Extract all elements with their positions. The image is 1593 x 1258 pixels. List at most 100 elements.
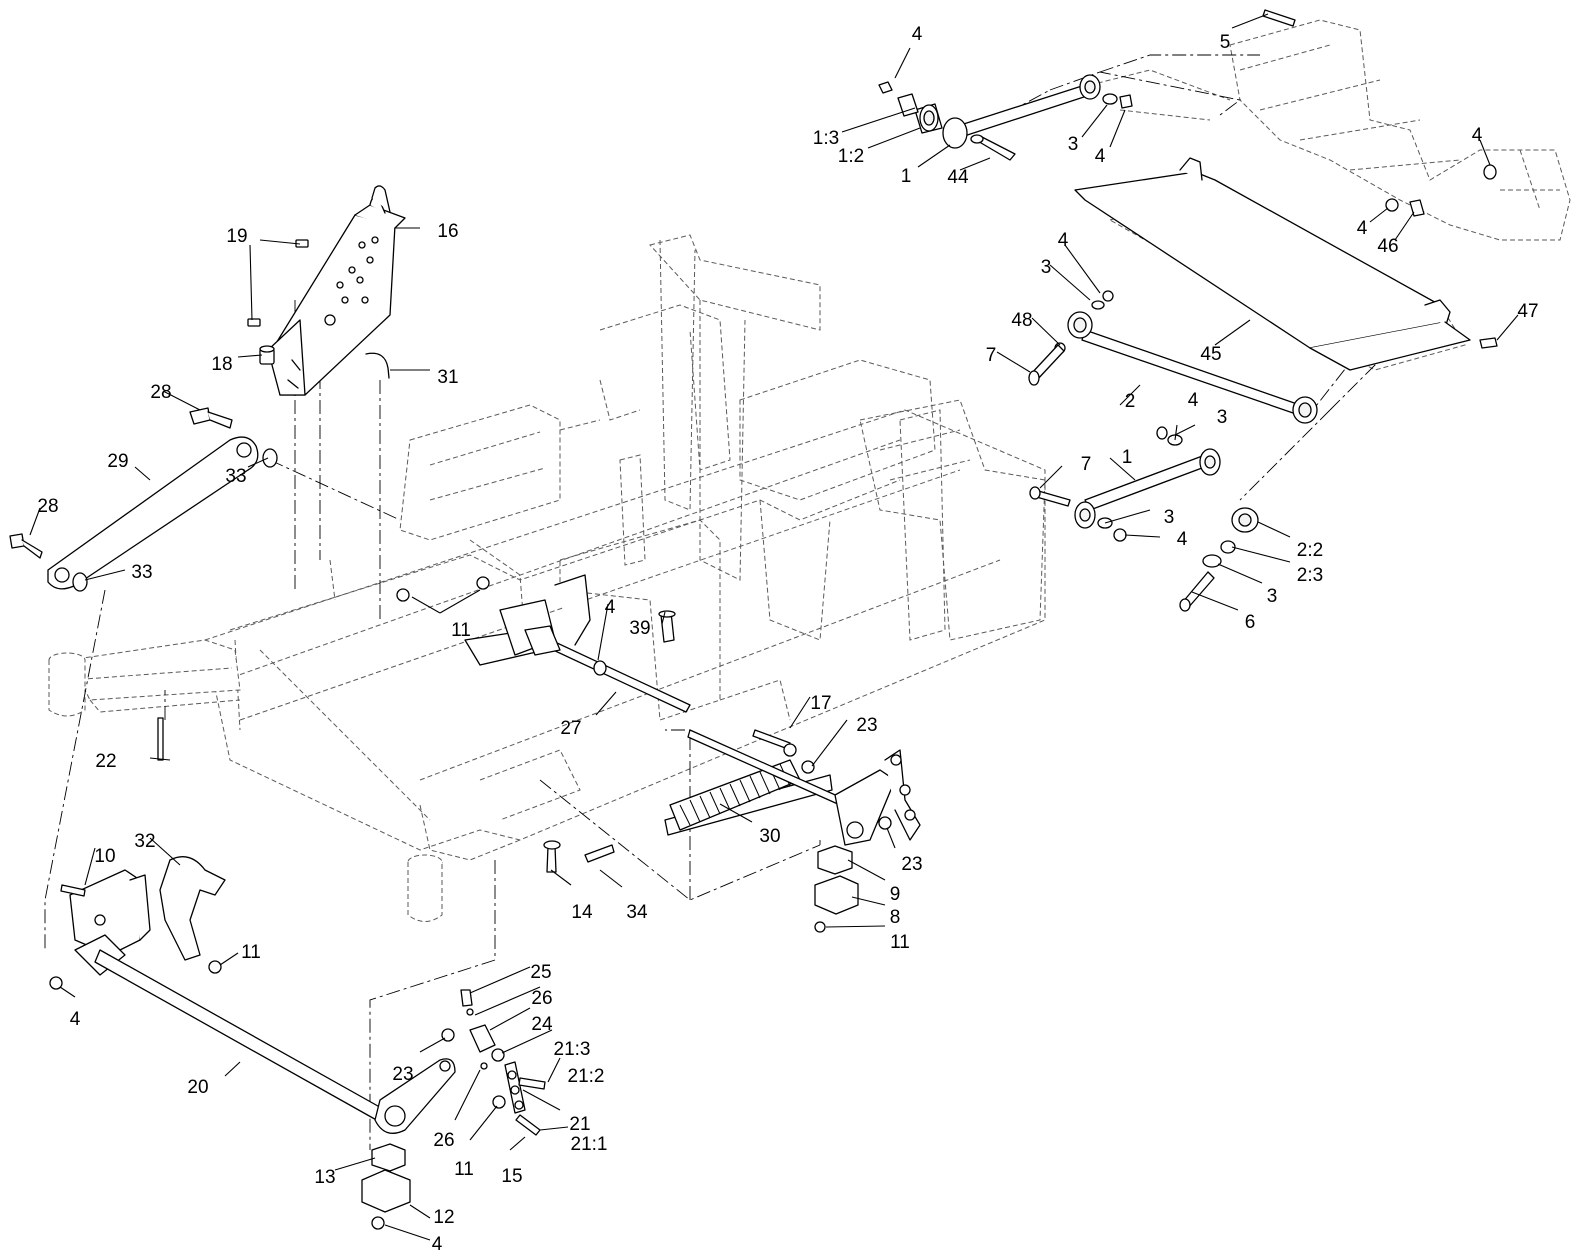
callout-11: 11 <box>454 1159 474 1180</box>
callout-30: 30 <box>759 826 780 847</box>
callout-23: 23 <box>392 1064 413 1085</box>
callout-12: 12 <box>433 1207 454 1228</box>
callout-4: 4 <box>432 1234 443 1255</box>
nut-11-b <box>396 588 410 602</box>
link-arm-29 <box>47 436 259 590</box>
callout-labels: 4 5 1:3 1:2 1 44 3 4 4 4 46 19 16 18 31 … <box>37 24 1538 1255</box>
callout-31: 31 <box>437 367 458 388</box>
callout-4: 4 <box>605 597 616 618</box>
callout-5: 5 <box>1220 32 1231 53</box>
callout-21-1: 21:1 <box>571 1134 608 1155</box>
washer-33-a <box>262 448 278 468</box>
callout-4: 4 <box>1188 390 1199 411</box>
callout-4: 4 <box>1177 529 1188 550</box>
clamp-12-13 <box>361 1143 411 1230</box>
callout-1: 1 <box>1122 447 1133 468</box>
callout-2-3: 2:3 <box>1297 565 1323 586</box>
callout-4: 4 <box>1472 125 1483 146</box>
callout-23: 23 <box>856 715 877 736</box>
callout-13: 13 <box>314 1167 335 1188</box>
callout-32: 32 <box>134 831 155 852</box>
callout-23: 23 <box>901 854 922 875</box>
nut-4-mid <box>1385 198 1399 212</box>
callout-33: 33 <box>225 466 246 487</box>
assembly-lines <box>44 54 1421 1150</box>
callout-4: 4 <box>912 24 923 45</box>
callout-29: 29 <box>107 451 128 472</box>
callout-44: 44 <box>947 167 969 188</box>
leader-lines <box>29 13 1519 1241</box>
callout-16: 16 <box>437 221 458 242</box>
callout-21-2: 21:2 <box>568 1066 605 1087</box>
bushing-2-2 <box>1179 507 1259 612</box>
callout-15: 15 <box>501 1166 522 1187</box>
callout-1: 1 <box>901 166 912 187</box>
upper-link-1 <box>878 74 1133 161</box>
callout-18: 18 <box>211 354 232 375</box>
callout-1-3: 1:3 <box>813 128 839 149</box>
pin-31 <box>365 352 390 379</box>
callout-19: 19 <box>226 226 247 247</box>
plate-45 <box>1074 157 1498 371</box>
callout-4: 4 <box>1058 230 1069 251</box>
callout-1-2: 1:2 <box>838 146 864 167</box>
callout-3: 3 <box>1217 407 1228 428</box>
callout-20: 20 <box>187 1077 208 1098</box>
rod-27 <box>464 574 691 713</box>
callout-10: 10 <box>94 846 115 867</box>
callout-25: 25 <box>530 962 551 983</box>
pin-14-head <box>543 840 561 850</box>
bolt-5 <box>1262 9 1296 27</box>
callout-34: 34 <box>626 902 648 923</box>
callout-28: 28 <box>37 496 58 517</box>
callout-7: 7 <box>1081 454 1092 475</box>
callout-26: 26 <box>531 988 552 1009</box>
callout-6: 6 <box>1245 612 1256 633</box>
callout-24: 24 <box>531 1014 553 1035</box>
callout-39: 39 <box>629 618 650 639</box>
callout-2: 2 <box>1125 391 1136 412</box>
callout-3: 3 <box>1068 134 1079 155</box>
spring-shaft-30 <box>664 729 921 846</box>
callout-11: 11 <box>241 942 261 963</box>
nut-11-a <box>476 576 490 590</box>
callout-14: 14 <box>571 902 593 923</box>
frame-ghost <box>48 19 1571 922</box>
clamp-8-9 <box>814 845 859 933</box>
callout-4: 4 <box>1095 146 1106 167</box>
callout-17: 17 <box>810 693 831 714</box>
callout-9: 9 <box>890 884 901 905</box>
callout-3: 3 <box>1041 257 1052 278</box>
callout-33: 33 <box>131 562 152 583</box>
chain-21 <box>441 989 546 1136</box>
pin-14 <box>546 845 557 873</box>
callout-27: 27 <box>560 718 581 739</box>
callout-4: 4 <box>1357 218 1368 239</box>
callout-4: 4 <box>70 1009 81 1030</box>
callout-8: 8 <box>890 907 901 928</box>
bolts-28 <box>9 407 233 559</box>
callout-28: 28 <box>150 382 171 403</box>
callout-22: 22 <box>95 751 116 772</box>
callout-11: 11 <box>890 932 910 953</box>
bolt-34 <box>584 844 615 863</box>
callout-21-3: 21:3 <box>554 1039 591 1060</box>
callout-45: 45 <box>1200 344 1221 365</box>
spacer-18 <box>259 345 275 365</box>
parts <box>9 9 1498 1230</box>
callout-46: 46 <box>1377 236 1398 257</box>
callout-7: 7 <box>986 345 997 366</box>
link-1-lower <box>1029 426 1221 542</box>
callout-2-2: 2:2 <box>1297 540 1323 561</box>
callout-3: 3 <box>1267 586 1278 607</box>
callout-47: 47 <box>1517 301 1538 322</box>
bracket-16 <box>267 185 406 396</box>
pin-22 <box>157 717 164 761</box>
callout-26: 26 <box>433 1130 454 1151</box>
callout-21: 21 <box>569 1114 590 1135</box>
callout-48: 48 <box>1011 310 1032 331</box>
link-2 <box>1028 290 1318 424</box>
nut-4-rear <box>1483 164 1497 180</box>
callout-3: 3 <box>1164 507 1175 528</box>
